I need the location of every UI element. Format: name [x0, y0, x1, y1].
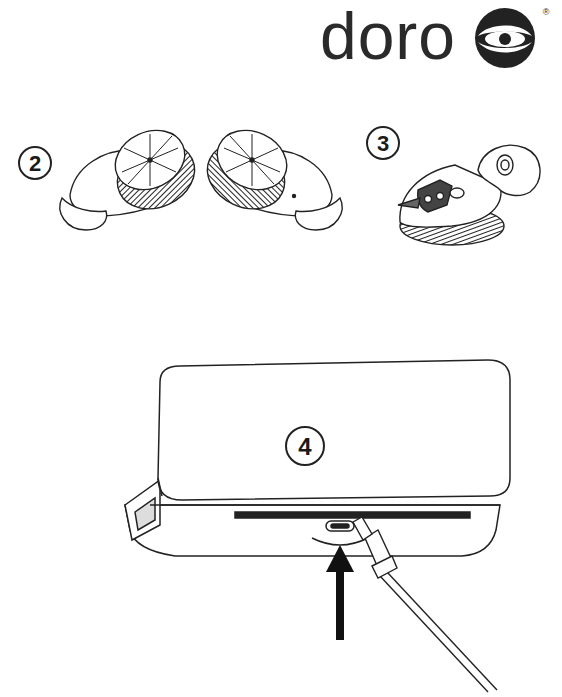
- insert-arrow: [326, 545, 354, 640]
- logo-text: doro: [320, 3, 456, 69]
- earbud-left: [60, 119, 205, 230]
- callout-number: 4: [298, 435, 311, 459]
- callout-circle: [367, 127, 399, 159]
- usb-cable: [353, 517, 497, 692]
- callout-circle: [19, 147, 51, 179]
- charging-case: [125, 360, 510, 556]
- logo-icon: [475, 8, 535, 68]
- callout-circle: [286, 427, 324, 465]
- earbud-side: [398, 145, 540, 245]
- callout-number: 3: [377, 133, 389, 155]
- earbud-right: [197, 119, 342, 230]
- registered-mark: ®: [543, 8, 550, 17]
- callout-number: 2: [29, 153, 41, 175]
